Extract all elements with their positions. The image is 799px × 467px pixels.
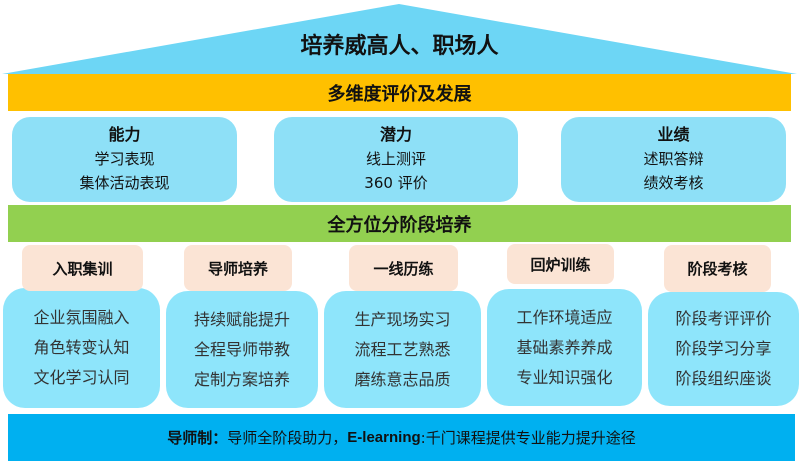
evaluation-heading: 业绩 xyxy=(657,125,690,144)
stage-item: 基础素养养成 xyxy=(516,337,613,357)
footer-label-mentor: 导师制： xyxy=(167,429,228,447)
stage-item: 阶段考评评价 xyxy=(675,309,772,328)
stage-item: 文化学习认同 xyxy=(33,368,130,387)
stage-tag: 一线历练 xyxy=(349,245,458,291)
stage-items: 企业氛围融入 角色转变认知 文化学习认同 xyxy=(3,288,160,408)
evaluation-ability: 能力 学习表现 集体活动表现 xyxy=(12,117,237,202)
stage-item: 定制方案培养 xyxy=(193,369,290,389)
evaluation-heading: 潜力 xyxy=(379,125,412,144)
stage-item: 阶段学习分享 xyxy=(675,339,772,358)
evaluation-performance: 业绩 述职答辩 绩效考核 xyxy=(561,117,786,202)
evaluation-line: 360 评价 xyxy=(364,174,428,192)
stage-item: 流程工艺熟悉 xyxy=(354,339,451,359)
footer-label-elearning: E-learning xyxy=(347,429,421,446)
stage-item: 角色转变认知 xyxy=(33,338,130,357)
stage-item: 阶段组织座谈 xyxy=(675,369,772,388)
footer-bar: 导师制： 导师全阶段助力， E-learning :千门课程提供专业能力提升途径 xyxy=(8,414,795,461)
stage-items: 持续赋能提升 全程导师带教 定制方案培养 xyxy=(166,291,318,408)
footer-text-elearning: :千门课程提供专业能力提升途径 xyxy=(420,429,636,447)
stage-item: 工作环境适应 xyxy=(516,307,613,327)
stage-items: 工作环境适应 基础素养养成 专业知识强化 xyxy=(487,289,642,406)
stage-item: 持续赋能提升 xyxy=(193,309,290,329)
diagram-title: 培养威高人、职场人 xyxy=(300,34,499,59)
evaluation-line: 绩效考核 xyxy=(643,174,704,192)
stage-tag: 回炉训练 xyxy=(507,244,614,284)
evaluation-heading: 能力 xyxy=(108,125,141,144)
stage-item: 生产现场实习 xyxy=(354,309,451,329)
roof-triangle xyxy=(2,4,797,74)
stage-tag: 导师培养 xyxy=(184,245,292,291)
stage-item: 磨练意志品质 xyxy=(354,369,451,389)
evaluation-line: 线上测评 xyxy=(365,150,426,168)
stage-items: 生产现场实习 流程工艺熟悉 磨练意志品质 xyxy=(324,291,481,408)
evaluation-line: 述职答辩 xyxy=(643,150,704,168)
evaluation-potential: 潜力 线上测评 360 评价 xyxy=(274,117,518,202)
stage-item: 全程导师带教 xyxy=(193,339,290,359)
evaluation-line: 学习表现 xyxy=(94,150,155,168)
stage-tag: 入职集训 xyxy=(22,245,143,291)
stage-item: 专业知识强化 xyxy=(516,367,613,387)
training-bar: 全方位分阶段培养 xyxy=(8,205,791,242)
stage-item: 企业氛围融入 xyxy=(33,308,130,327)
stage-tag: 阶段考核 xyxy=(664,245,771,292)
evaluation-line: 集体活动表现 xyxy=(79,174,170,192)
evaluation-bar: 多维度评价及发展 xyxy=(8,74,791,111)
stage-items: 阶段考评评价 阶段学习分享 阶段组织座谈 xyxy=(648,292,799,406)
footer-text-mentor: 导师全阶段助力， xyxy=(227,429,348,447)
